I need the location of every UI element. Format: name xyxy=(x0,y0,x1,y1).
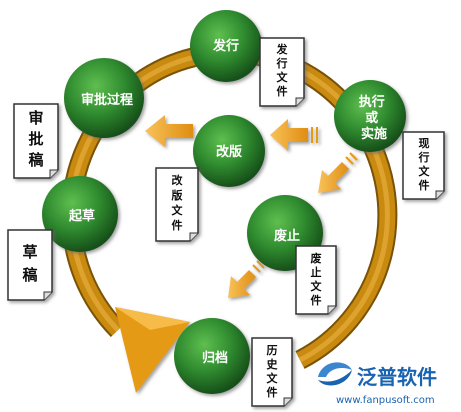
node-execute-label-line3: 实施 xyxy=(361,126,387,142)
brand-logo-url: www.fanpusoft.com xyxy=(336,395,435,406)
arrow-execute-to-revision xyxy=(270,119,318,151)
node-issue: 发行 xyxy=(190,10,262,82)
node-archive: 归档 xyxy=(174,318,250,394)
node-draft-label: 起草 xyxy=(68,208,95,224)
arrow-abolish-to-archive xyxy=(228,260,265,298)
doc-issue: 发行文件 xyxy=(259,37,305,107)
doc-revision: 改版文件 xyxy=(155,167,199,242)
arrow-execute-to-abolish xyxy=(318,152,358,193)
brand-logo: 泛普软件 www.fanpusoft.com xyxy=(318,362,437,406)
node-execute-label: 执行 或 实施 xyxy=(359,94,390,142)
doc-history: 历史文件 xyxy=(251,337,293,407)
node-archive-label: 归档 xyxy=(202,350,228,366)
node-execute-label-line2: 或 xyxy=(365,110,378,126)
doc-issue-text: 发行文件 xyxy=(276,42,289,98)
cycle-arrowhead xyxy=(115,307,190,393)
node-abolish-label: 废止 xyxy=(274,228,300,244)
brand-logo-name: 泛普软件 xyxy=(357,365,437,389)
doc-current: 现行文件 xyxy=(402,131,445,200)
node-revision-label: 改版 xyxy=(216,144,242,160)
node-revision: 改版 xyxy=(193,115,265,187)
doc-approval-draft-text: 审批稿 xyxy=(28,109,43,169)
doc-abolish: 废止文件 xyxy=(295,245,337,315)
doc-approval-draft: 审批稿 xyxy=(13,103,59,179)
node-execute: 执行 或 实施 xyxy=(334,80,406,152)
doc-draft: 草稿 xyxy=(7,229,53,301)
node-draft: 起草 xyxy=(42,176,118,252)
node-execute-label-line1: 执行 xyxy=(359,94,385,110)
doc-abolish-text: 废止文件 xyxy=(311,251,323,307)
doc-history-text: 历史文件 xyxy=(267,344,279,399)
arrow-revision-to-approval xyxy=(145,115,193,147)
doc-draft-text: 草稿 xyxy=(22,243,37,284)
doc-revision-text: 改版文件 xyxy=(172,173,184,232)
node-approval: 审批过程 xyxy=(64,58,144,138)
brand-logo-icon xyxy=(318,362,352,386)
node-approval-label: 审批过程 xyxy=(81,92,133,108)
doc-current-text: 现行文件 xyxy=(418,137,431,192)
node-issue-label: 发行 xyxy=(212,38,239,54)
